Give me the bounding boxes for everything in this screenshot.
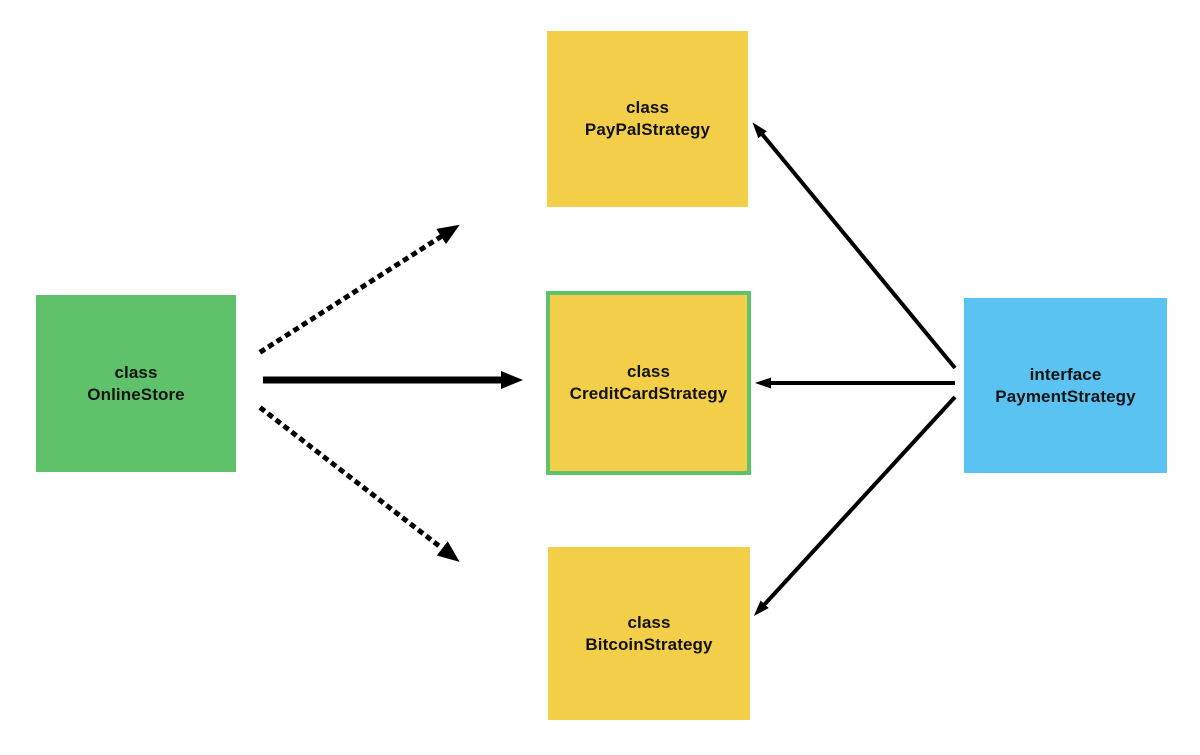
node-class-onlinestore: class OnlineStore xyxy=(36,295,236,472)
node-interface-paymentstrategy: interface PaymentStrategy xyxy=(964,298,1167,473)
node-class-creditcardstrategy: class CreditCardStrategy xyxy=(546,291,751,475)
node-name: BitcoinStrategy xyxy=(585,634,713,654)
node-name: PayPalStrategy xyxy=(584,120,711,139)
node-name: OnlineStore xyxy=(87,384,185,404)
edge-onlinestore-to-bitcoinstrategy-dotted-arrow xyxy=(258,405,460,562)
node-label: class BitcoinStrategy xyxy=(585,612,712,656)
node-label: class OnlineStore xyxy=(87,362,184,406)
node-kind: class xyxy=(114,362,158,382)
node-label: class PayPalStrategy xyxy=(585,97,710,141)
node-kind: class xyxy=(627,612,671,632)
node-label: interface PaymentStrategy xyxy=(995,364,1135,408)
edge-paymentstrategy-to-bitcoinstrategy-arrow xyxy=(753,395,957,617)
node-kind: interface xyxy=(1029,364,1102,384)
node-name: CreditCardStrategy xyxy=(569,384,728,403)
node-kind: class xyxy=(625,98,670,117)
node-class-bitcoinstrategy: class BitcoinStrategy xyxy=(548,547,750,720)
node-kind: class xyxy=(626,362,671,381)
edge-onlinestore-to-paypalstrategy-dotted-arrow xyxy=(258,224,460,355)
node-label: class CreditCardStrategy xyxy=(570,361,728,405)
edge-paymentstrategy-to-paypalstrategy-arrow xyxy=(752,122,957,370)
node-name: PaymentStrategy xyxy=(995,386,1136,406)
node-class-paypalstrategy: class PayPalStrategy xyxy=(547,31,748,207)
